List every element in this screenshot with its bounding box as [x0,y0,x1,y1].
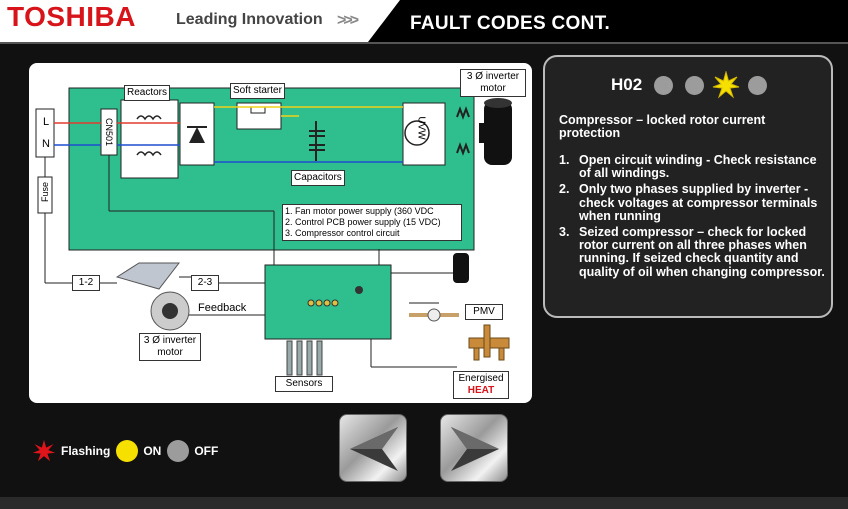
fault-info-panel: H02 Compressor – locked rotor current pr… [543,55,833,318]
label-pmv: PMV [465,304,503,320]
legend-off: OFF [167,440,218,462]
supply-item-2: 2. Control PCB power supply (15 VDC) [285,217,441,227]
pmv-valve-graphic [427,308,441,322]
off-dot-icon [167,440,190,462]
label-energised-heat: Energised HEAT [453,371,509,399]
label-compressor-motor: 3 Ø inverter motor [460,69,526,97]
legend-on: ON [116,440,161,462]
header-divider [0,42,848,44]
label-fuse: Fuse [40,181,50,202]
indicator-led-3-flashing-icon [713,71,740,99]
capacitor-bank [309,121,325,161]
indicator-led-1 [654,75,674,95]
fault-causes-list: 1.Open circuit winding - Check resistanc… [559,153,829,282]
page-title: FAULT CODES CONT. [410,13,611,34]
label-sensors: Sensors [275,376,333,392]
legend-flashing: Flashing [32,439,110,463]
label-connector-1-2: 1-2 [72,275,100,291]
bottom-bar [0,497,848,509]
fault-title: Compressor – locked rotor current protec… [559,113,766,140]
fault-cause-item: 1.Open circuit winding - Check resistanc… [559,153,817,181]
label-l: L [42,116,50,128]
brand-logo: TOSHIBA [7,1,136,32]
sensor-probes [286,340,323,376]
four-way-valve-graphic [468,324,510,361]
label-uvw: UVW [415,116,427,140]
indicator-led-4 [748,75,768,95]
supply-item-1: 1. Fan motor power supply (360 VDC [285,206,434,216]
outdoor-fan-graphic [453,253,469,283]
label-n: N [42,138,50,150]
label-fan-motor: 3 Ø inverter motor [139,333,201,361]
on-dot-icon [116,440,139,462]
inverter-module [402,102,446,166]
previous-button[interactable] [339,414,407,482]
header-bar: TOSHIBA Leading Innovation >>> FAULT COD… [0,0,848,42]
label-reactors: Reactors [124,85,171,101]
fault-code-row: H02 [611,71,773,99]
supply-item-3: 3. Compressor control circuit [285,228,400,238]
fault-cause-item: 3.Seized compressor – check for locked r… [559,225,825,279]
label-feedback: Feedback [198,302,247,314]
supply-list: 1. Fan motor power supply (360 VDC 2. Co… [282,204,462,241]
label-capacitors: Capacitors [291,170,345,186]
label-connector-2-3: 2-3 [191,275,219,291]
label-soft-starter: Soft starter [230,83,285,99]
indicator-legend: Flashing ON OFF [32,436,224,466]
next-button[interactable] [440,414,508,482]
wiring-diagram-graphic [35,87,512,376]
label-heat: HEAT [467,385,495,396]
indicator-led-2 [685,75,705,95]
tagline-arrows-icon: >>> [337,12,359,29]
arrow-right-icon [451,427,499,471]
wiring-diagram: L N Fuse CN501 Reactors Soft starter Cap… [29,63,532,403]
flashing-star-icon [32,439,56,462]
brand-tagline: Leading Innovation [176,11,323,28]
brand-panel: TOSHIBA Leading Innovation >>> [0,0,400,42]
reactor-box [120,99,179,179]
fault-cause-item: 2.Only two phases supplied by inverter -… [559,182,818,223]
fault-code: H02 [611,75,643,94]
label-energised: Energised [458,373,504,384]
label-cn501: CN501 [104,117,114,146]
compressor-graphic [484,101,512,165]
arrow-left-icon [350,427,398,471]
indoor-unit-graphic [115,262,181,290]
